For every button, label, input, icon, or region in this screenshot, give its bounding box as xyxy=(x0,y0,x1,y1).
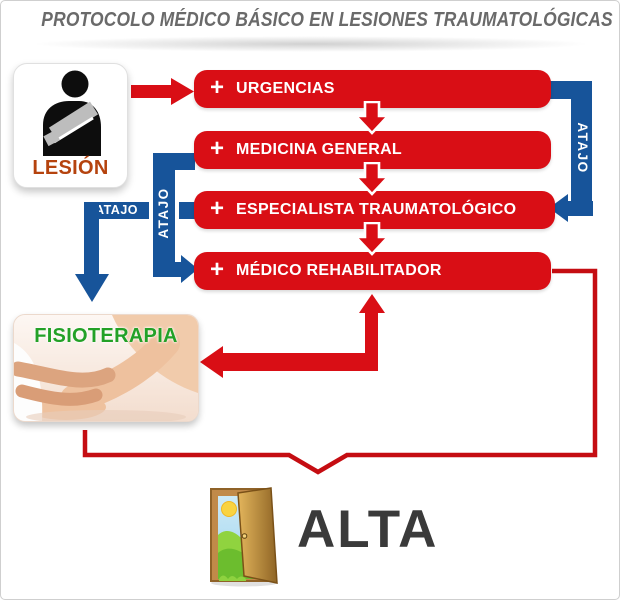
step-box-medico-rehabilitador: + MÉDICO REHABILITADOR xyxy=(194,252,551,290)
alta-label: ALTA xyxy=(297,500,439,559)
step-box-especialista: + ESPECIALISTA TRAUMATOLÓGICO xyxy=(194,191,555,229)
page-title: PROTOCOLO MÉDICO BÁSICO EN LESIONES TRAU… xyxy=(41,9,613,31)
step-label-urgencias: URGENCIAS xyxy=(236,80,335,97)
atajo-label-left: ATAJO xyxy=(156,187,171,239)
step-label-medico-rehabilitador: MÉDICO REHABILITADOR xyxy=(236,262,442,279)
fisioterapia-label: FISIOTERAPIA xyxy=(34,325,178,347)
arrow-lesion-to-urgencias xyxy=(131,78,194,105)
step-box-urgencias: + URGENCIAS xyxy=(194,70,551,108)
open-door-icon xyxy=(210,487,278,587)
arrow-rehabilitador-fisioterapia xyxy=(200,294,385,378)
medical-plus-icon: + xyxy=(210,256,225,283)
down-arrow-icon xyxy=(353,162,391,196)
blue-arrowhead-right-icon xyxy=(181,255,198,283)
medical-plus-icon: + xyxy=(210,135,225,162)
atajo-label-lower: ATAJO xyxy=(84,202,149,219)
fisioterapia-card: FISIOTERAPIA xyxy=(13,314,199,422)
title-shadow-divider xyxy=(31,36,591,52)
medical-plus-icon: + xyxy=(210,195,225,222)
atajo-label-right: ATAJO xyxy=(575,122,590,174)
blue-arrowhead-down-icon xyxy=(75,274,109,302)
down-arrow-icon xyxy=(353,101,391,135)
down-arrow-icon xyxy=(353,222,391,256)
step-label-medicina-general: MEDICINA GENERAL xyxy=(236,141,403,158)
injured-person-icon xyxy=(42,70,101,156)
injury-source-card: LESIÓN xyxy=(13,63,128,188)
medical-plus-icon: + xyxy=(210,74,225,101)
step-label-especialista: ESPECIALISTA TRAUMATOLÓGICO xyxy=(236,201,517,218)
physiotherapy-photo xyxy=(14,315,198,421)
lesion-label: LESIÓN xyxy=(32,157,109,179)
